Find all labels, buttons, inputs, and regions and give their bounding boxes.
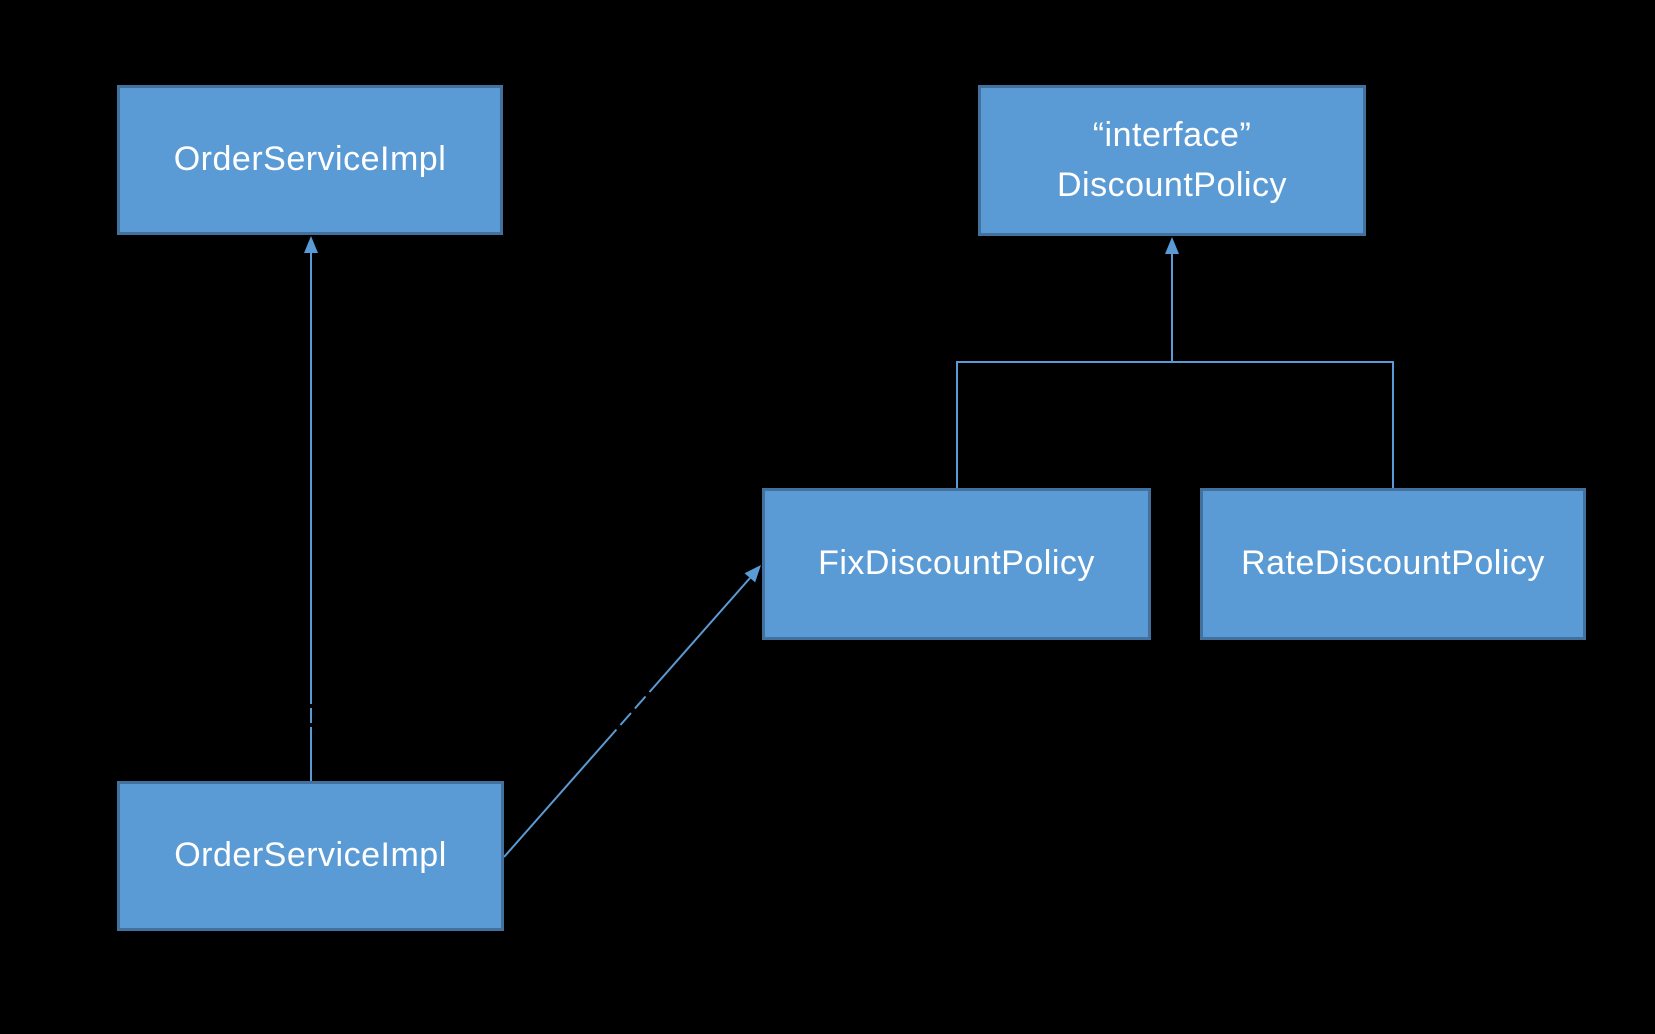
node-stereotype: “interface” <box>1092 116 1252 155</box>
node-label: RateDiscountPolicy <box>1241 544 1545 583</box>
node-orderserviceimpl-bottom: OrderServiceImpl <box>117 781 504 931</box>
node-orderserviceimpl-top: OrderServiceImpl <box>117 85 503 235</box>
arrow-orderservice-to-orderservice <box>304 236 318 781</box>
node-ratediscountpolicy: RateDiscountPolicy <box>1200 488 1586 640</box>
node-label: OrderServiceImpl <box>174 836 447 875</box>
arrow-implementations-to-interface <box>956 237 1394 488</box>
node-fixdiscountpolicy: FixDiscountPolicy <box>762 488 1151 640</box>
node-discountpolicy-interface: “interface” DiscountPolicy <box>978 85 1366 236</box>
arrow-orderservice-to-fixdiscountpolicy <box>503 565 761 858</box>
node-label: DiscountPolicy <box>1057 165 1287 204</box>
node-label: FixDiscountPolicy <box>818 544 1095 583</box>
node-label: OrderServiceImpl <box>173 140 447 179</box>
